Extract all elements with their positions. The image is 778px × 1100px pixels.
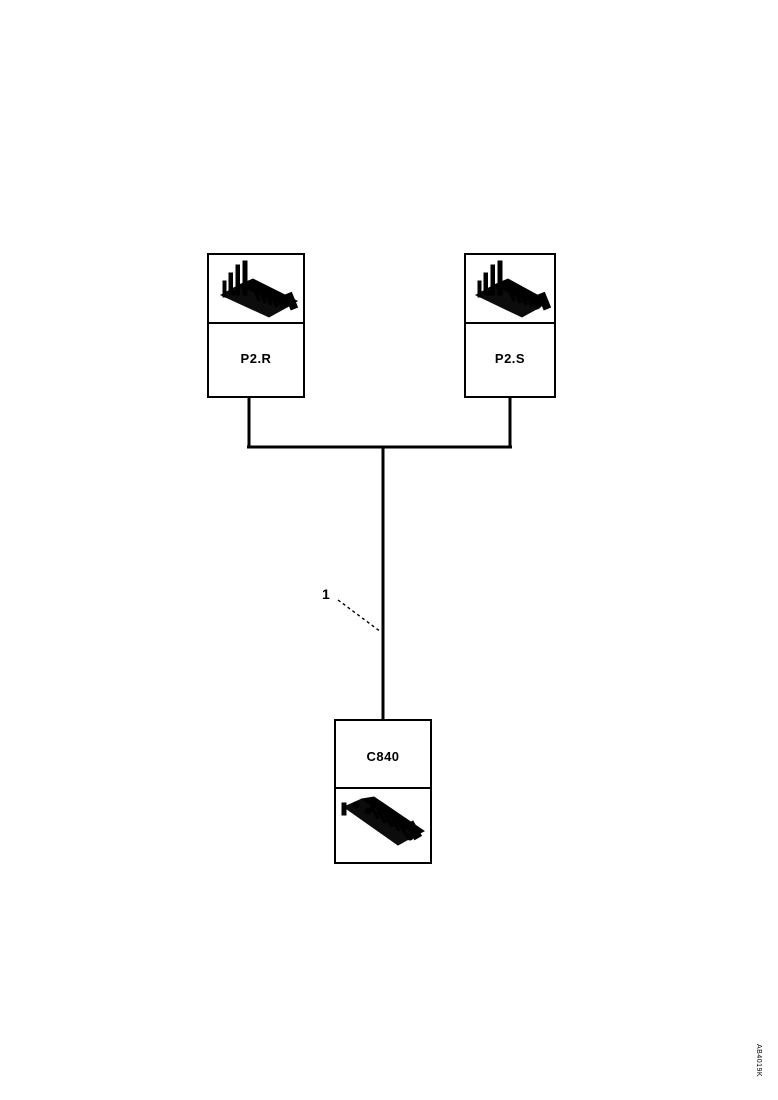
callout-number-1: 1: [322, 586, 330, 602]
connector-harness-illustration: [474, 260, 552, 318]
node-p2s[interactable]: P2.S: [464, 253, 556, 398]
node-label-p2r: P2.R: [240, 351, 272, 366]
sheet-code: AB4019K: [755, 1044, 762, 1078]
node-p2r[interactable]: P2.R: [207, 253, 305, 398]
connector-image-p2s: [466, 255, 554, 322]
node-divider-p2r: [209, 322, 303, 324]
node-c840[interactable]: C840: [334, 719, 432, 864]
connector-harness-illustration: [341, 796, 425, 846]
connector-harness-illustration: [219, 260, 299, 318]
node-label-c840: C840: [366, 749, 400, 764]
node-label-p2s: P2.S: [494, 351, 526, 366]
callout-leader-line: [337, 599, 382, 633]
connector-image-p2r: [209, 255, 303, 322]
node-divider-c840: [336, 787, 430, 789]
connector-image-c840: [336, 789, 430, 864]
node-divider-p2s: [466, 322, 554, 324]
